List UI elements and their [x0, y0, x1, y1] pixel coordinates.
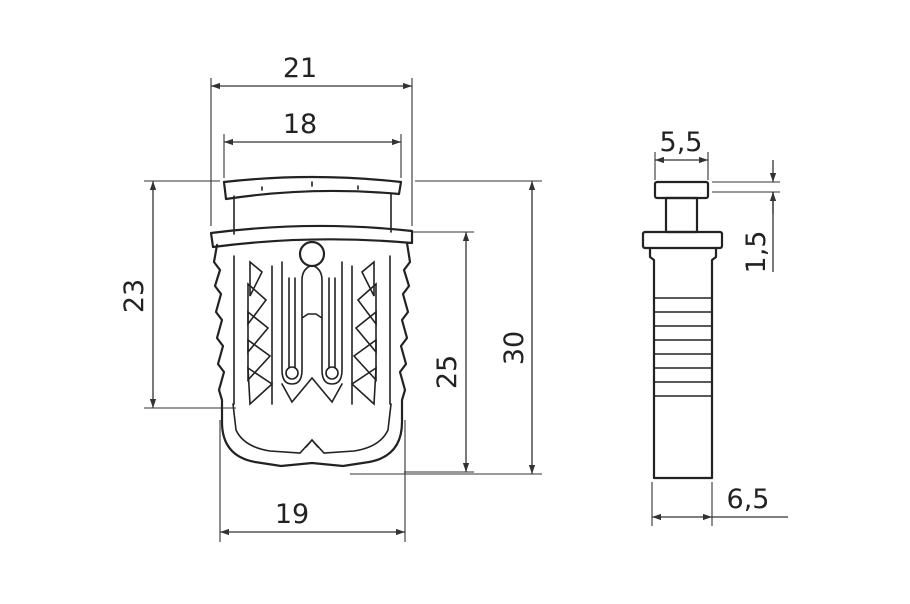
side-neck [664, 196, 699, 234]
left-fins [247, 260, 274, 406]
dim-width-inner: 18 [283, 109, 317, 140]
center-prongs [281, 261, 343, 404]
top-bar [222, 175, 403, 201]
dim-side-collar: 1,5 [741, 231, 772, 274]
side-body [648, 246, 718, 480]
center-knob [298, 240, 326, 268]
side-collar [641, 230, 724, 250]
body-outline [212, 241, 412, 468]
front-view [209, 175, 414, 468]
dim-height-left: 23 [119, 279, 150, 313]
collar-bar [209, 224, 414, 249]
dim-height-mid: 25 [432, 355, 463, 389]
side-ribs [653, 297, 713, 397]
dim-side-head-width: 5,5 [660, 127, 703, 158]
inner-cup [232, 403, 392, 454]
right-fins [350, 260, 377, 406]
dim-side-body-width: 6,5 [727, 484, 770, 515]
dim-width-top: 21 [283, 53, 317, 84]
side-view [641, 180, 724, 480]
dim-width-bottom: 19 [275, 499, 309, 530]
dim-height-total: 30 [499, 331, 530, 365]
side-head [653, 180, 710, 200]
side-dimensions: 5,5 1,5 6,5 [651, 127, 788, 526]
front-dimensions: 21 18 23 25 30 19 [119, 53, 542, 542]
